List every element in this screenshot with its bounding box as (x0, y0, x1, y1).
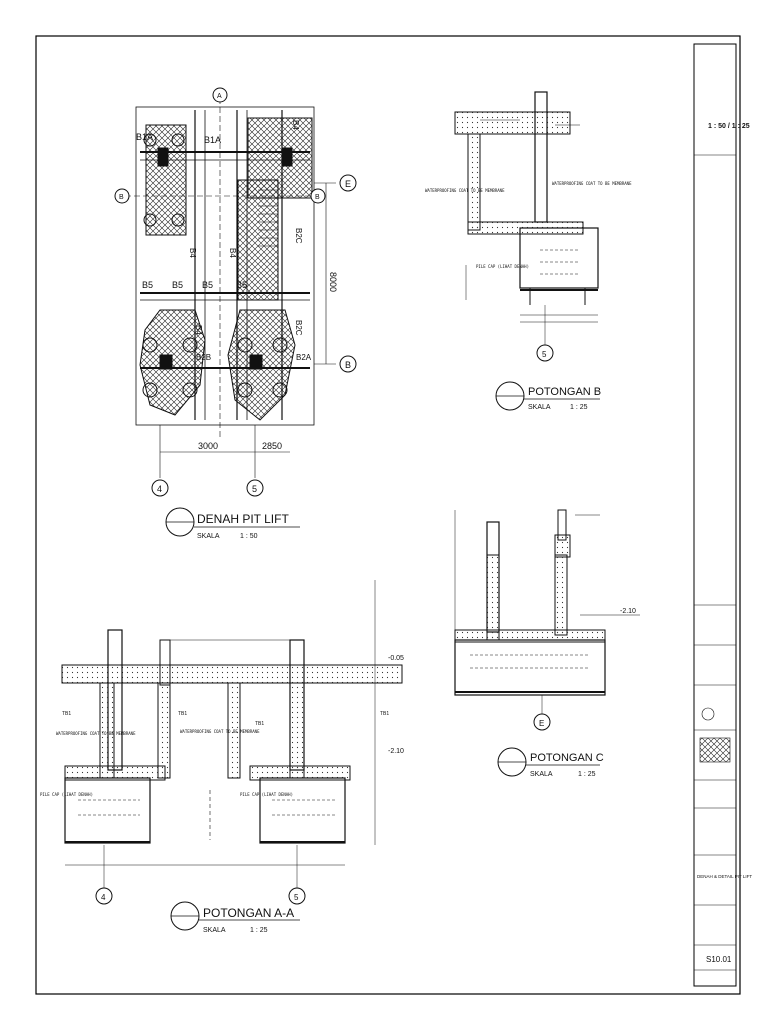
dim-left: 3000 (198, 441, 218, 451)
tb-label: TB1 (178, 711, 187, 717)
section-c-scale-label: SKALA (530, 771, 553, 778)
grid-bubble-e (533, 713, 551, 731)
level-label: -2.10 (620, 608, 636, 615)
cut-mark-a-top: A (217, 93, 222, 100)
plan-scale-value: 1 : 50 (240, 533, 258, 540)
grid-bubble-5 (288, 887, 306, 905)
title-block-frame (693, 43, 737, 987)
sheet-border (35, 35, 741, 995)
tb-label: TB1 (62, 711, 71, 717)
annotation: PILE CAP (LIHAT DENAH) (40, 792, 93, 797)
title-block-drawing-title: DENAH & DETAIL PIT LIFT (697, 874, 752, 879)
section-aa-scale-label: SKALA (203, 927, 226, 934)
section-c-title: POTONGAN C (530, 752, 604, 764)
beam-label: B5 (172, 280, 183, 290)
beam-label: B1A (204, 135, 221, 145)
beam-label: B4 (228, 248, 237, 258)
grid-label-e2: E (539, 719, 544, 728)
beam-label: B1A (136, 132, 153, 142)
beam-label: B2C (294, 228, 303, 244)
annotation: PILE CAP (LIHAT DENAH) (240, 792, 293, 797)
annotation: WATERPROOFING COAT TO BE MEMBRANE (552, 181, 632, 186)
plan-title: DENAH PIT LIFT (197, 512, 289, 526)
grid-label-5: 5 (252, 484, 257, 494)
grid-label-b: B (345, 360, 351, 370)
beam-label: B2C (294, 320, 303, 336)
annotation: PILE CAP (LIHAT DENAH) (476, 264, 529, 269)
beam-label: B5 (202, 280, 213, 290)
annotation: WATERPROOFING COAT TO BE MEMBRANE (425, 188, 505, 193)
section-b-view (454, 91, 599, 345)
beam-label: B5 (142, 280, 153, 290)
section-b-title: POTONGAN B (528, 386, 601, 398)
dim-vertical: 8000 (328, 272, 338, 292)
title-block (694, 154, 736, 971)
dim-right: 2850 (262, 441, 282, 451)
title-block-scale: 1 : 50 / 1 : 25 (708, 123, 750, 130)
title-block-drawing-no: S10.01 (706, 955, 732, 964)
plan-view (125, 98, 336, 478)
section-b-scale-value: 1 : 25 (570, 404, 588, 411)
section-aa-title: POTONGAN A-A (203, 906, 294, 920)
beam-label: B2A (296, 353, 312, 362)
section-aa-view (61, 580, 403, 890)
beam-label: B4 (194, 325, 203, 335)
beam-label: B5 (236, 280, 247, 290)
section-c-scale-value: 1 : 25 (578, 771, 596, 778)
section-aa-scale-value: 1 : 25 (250, 927, 268, 934)
plan-scale-label: SKALA (197, 533, 220, 540)
beam-label: B4 (188, 248, 197, 258)
annotation: WATERPROOFING COAT TO BE MEMBRANE (180, 729, 260, 734)
level-label: -0.05 (388, 655, 404, 662)
plan-grid-bubbles (114, 87, 357, 497)
tb-label: TB1 (255, 721, 264, 727)
grid-label-4c: 4 (101, 893, 106, 902)
cut-mark-b-right: B (315, 194, 320, 201)
cut-mark-b-left: B (119, 194, 124, 201)
grid-label-5b: 5 (542, 350, 547, 359)
section-b-scale-label: SKALA (528, 404, 551, 411)
annotation: WATERPROOFING COAT TO BE MEMBRANE (56, 731, 136, 736)
beam-label: B4 (291, 120, 300, 130)
beam-label: B2B (196, 353, 211, 362)
grid-bubble-4 (95, 887, 113, 905)
tb-label: TB1 (380, 711, 389, 717)
grid-bubble-5b (536, 344, 554, 362)
grid-label-5c: 5 (294, 893, 299, 902)
grid-label-e: E (345, 179, 351, 189)
level-label: -2.10 (388, 748, 404, 755)
section-c-view (454, 509, 640, 715)
grid-label-4: 4 (157, 484, 162, 494)
